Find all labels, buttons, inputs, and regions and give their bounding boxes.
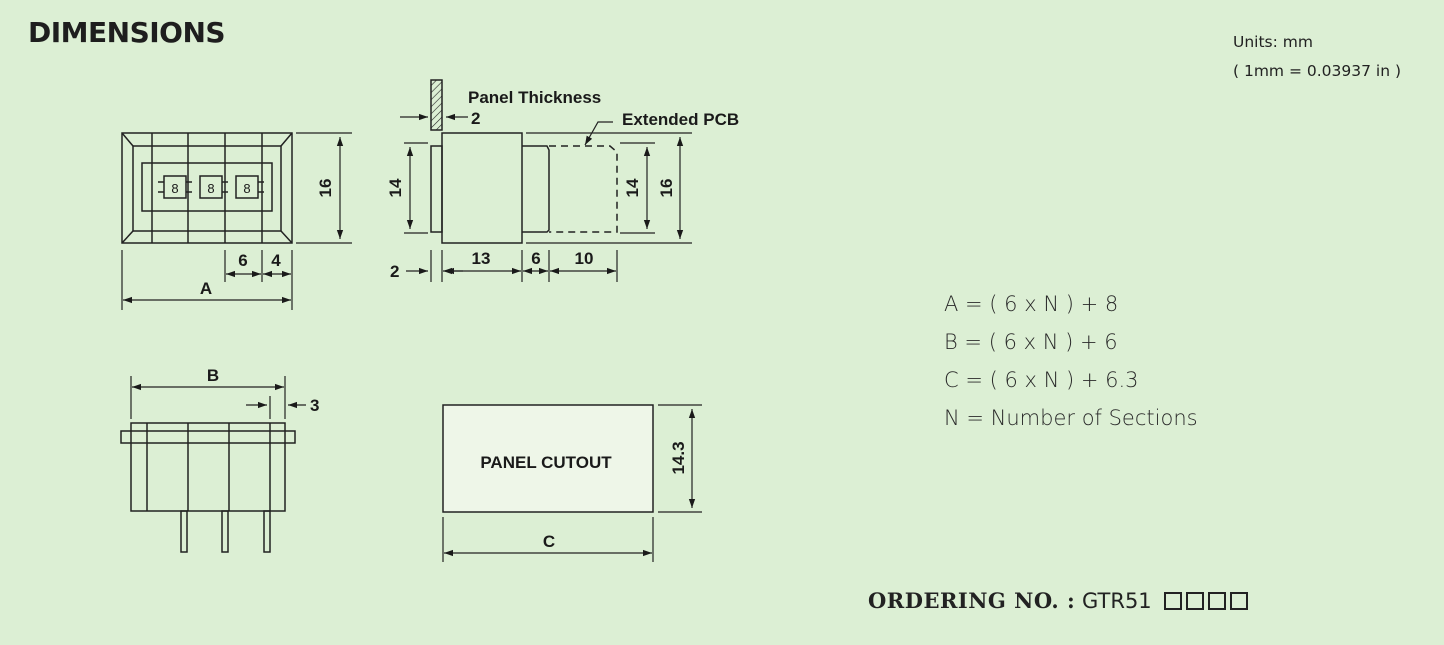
panel-thickness-label: Panel Thickness: [468, 88, 601, 107]
cutout-dim-height: 14.3: [669, 441, 688, 474]
front-view: [121, 132, 293, 244]
formula-a: A = ( 6 x N ) + 8: [944, 292, 1119, 316]
formula-c: C = ( 6 x N ) + 6.3: [944, 368, 1139, 392]
bottom-dim-width: B: [207, 366, 219, 385]
ordering-option-boxes: [1164, 591, 1252, 615]
bottom-dim-edge: 3: [310, 396, 319, 415]
bottom-view: [120, 422, 296, 553]
panel-cutout-rect: [442, 404, 654, 513]
digit-window-2: [199, 175, 223, 199]
ordering-code: GTR51: [1082, 589, 1152, 613]
extended-pcb-outline: [549, 145, 618, 233]
ordering-number: ORDERING NO. : GTR51: [868, 588, 1252, 615]
panel-thickness-hatch: [430, 79, 443, 131]
panel-cutout: [442, 404, 654, 513]
digit-1: 8: [171, 181, 178, 196]
side-neck: [522, 145, 550, 233]
side-dim-body-height: 14: [386, 178, 405, 197]
unit-conversion: ( 1mm = 0.03937 in ): [1233, 62, 1402, 80]
units-label: Units: mm: [1233, 33, 1313, 51]
formula-list: A = ( 6 x N ) + 8 B = ( 6 x N ) + 6 C = …: [944, 285, 1198, 437]
side-dim-overall-height: 16: [657, 179, 676, 198]
bottom-body: [130, 422, 286, 512]
front-dim-overall: A: [200, 279, 212, 298]
pin-2: [221, 510, 229, 553]
extended-pcb-label: Extended PCB: [622, 110, 739, 129]
formula-b: B = ( 6 x N ) + 6: [944, 330, 1118, 354]
side-dim-flange: 2: [390, 262, 399, 281]
front-view-dimensions: [121, 132, 352, 310]
side-flange: [430, 145, 443, 233]
side-view-dimensions: [400, 113, 692, 282]
side-view: [430, 79, 618, 244]
ordering-option-box: [1230, 592, 1249, 610]
side-dim-pcb-height: 14: [623, 178, 642, 197]
panel-cutout-label: PANEL CUTOUT: [480, 453, 612, 472]
side-dim-pcb-depth: 10: [575, 249, 594, 268]
ordering-label: ORDERING NO. :: [868, 588, 1076, 613]
cutout-dim-width: C: [543, 532, 555, 551]
front-bezel: [132, 145, 282, 232]
front-dim-pitch: 6: [238, 251, 247, 270]
side-dim-body-depth: 13: [472, 249, 491, 268]
front-outer-frame: [121, 132, 293, 244]
bottom-view-dimensions: [130, 376, 306, 419]
digit-window-1: [163, 175, 187, 199]
ordering-option-box: [1164, 592, 1183, 610]
panel-thickness-value: 2: [471, 109, 480, 128]
pin-3: [263, 510, 271, 553]
front-dim-end: 4: [271, 251, 281, 270]
digit-3: 8: [243, 181, 250, 196]
side-body: [441, 132, 523, 244]
front-window: [141, 162, 273, 212]
digit-2: 8: [207, 181, 214, 196]
bottom-flange: [120, 430, 296, 444]
side-dim-gap: 6: [531, 249, 540, 268]
panel-cutout-dimensions: [442, 404, 702, 562]
front-dim-height: 16: [316, 179, 335, 198]
ordering-option-box: [1186, 592, 1205, 610]
page-title: DIMENSIONS: [28, 16, 226, 49]
ordering-option-box: [1208, 592, 1227, 610]
digit-window-3: [235, 175, 259, 199]
formula-n: N = Number of Sections: [944, 406, 1198, 430]
pin-1: [180, 510, 188, 553]
